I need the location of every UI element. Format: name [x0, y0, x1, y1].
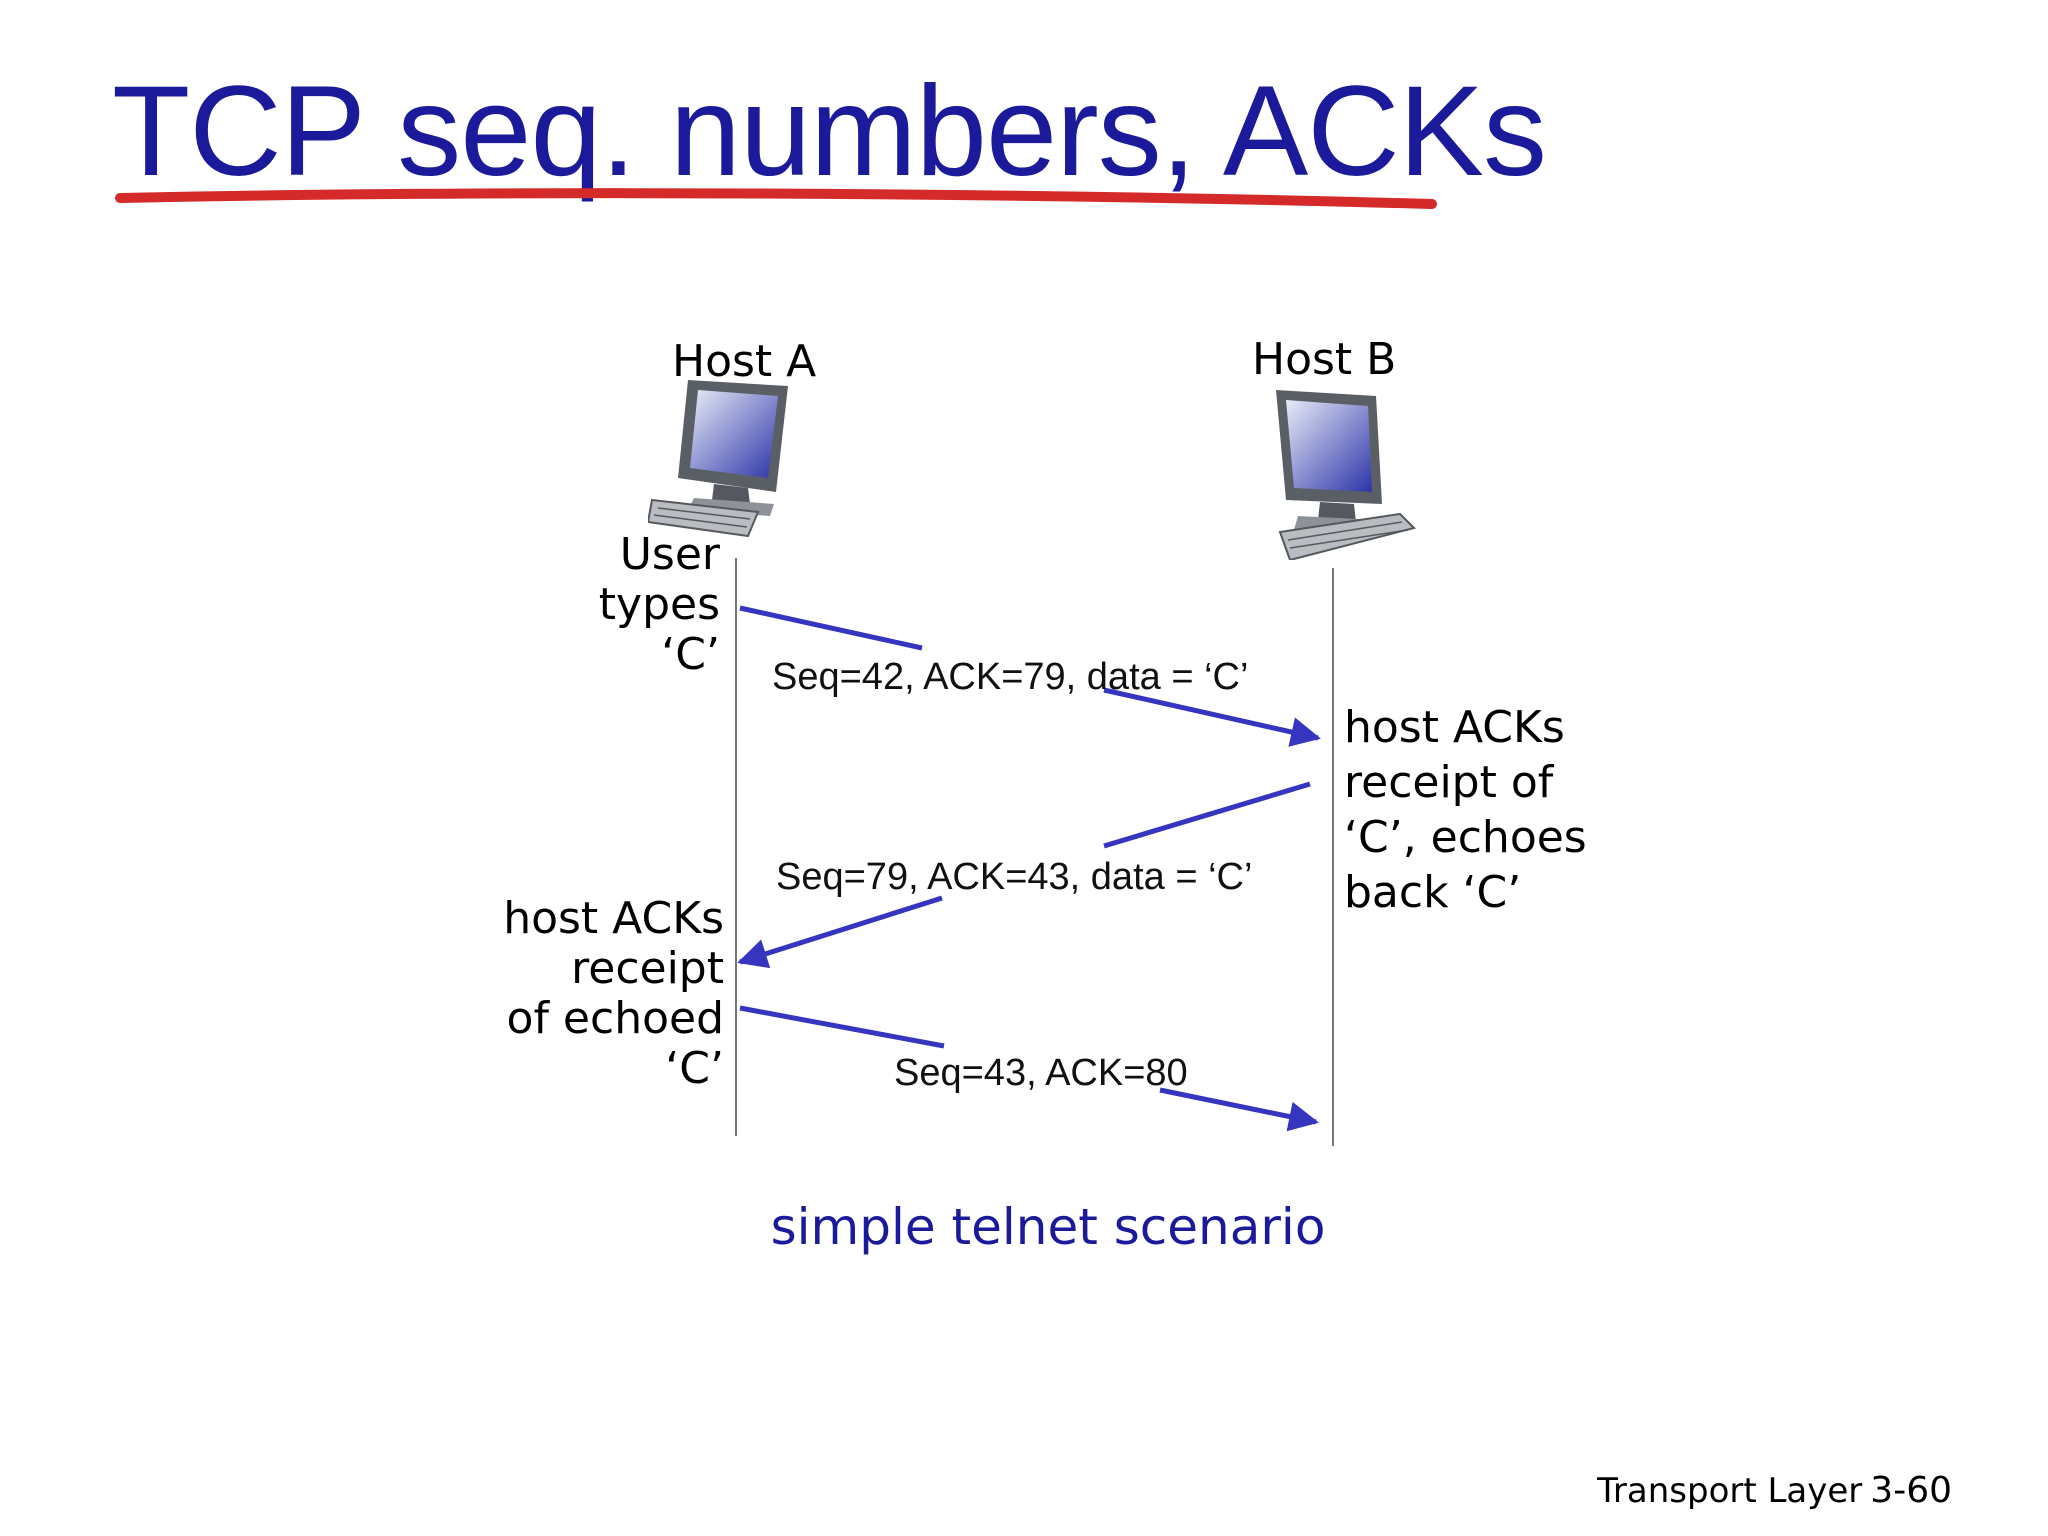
message-3-arrow-tail [739, 1005, 945, 1049]
host-b-computer-icon [1276, 390, 1416, 560]
slide-title: TCP seq. numbers, ACKs [112, 60, 1547, 203]
host-a-label: Host A [672, 336, 817, 387]
note-line: host ACKs [1344, 702, 1565, 753]
host-b-ack-note: host ACKs receipt of ‘C’, echoes back ‘C… [1344, 700, 1587, 920]
note-line: types [598, 579, 720, 630]
note-line: User [619, 529, 720, 580]
message-2-arrow-head [737, 895, 943, 969]
footer-page-number: 3-60 [1870, 1470, 1952, 1511]
message-3-label: Seq=43, ACK=80 [894, 1052, 1188, 1094]
footer-section: Transport Layer [1597, 1471, 1863, 1511]
message-1-arrow-tail [739, 605, 923, 651]
title-underline [115, 188, 1437, 209]
note-line: host ACKs [503, 893, 724, 944]
message-1-label: Seq=42, ACK=79, data = ‘C’ [772, 656, 1249, 698]
host-a-timeline [735, 558, 737, 1136]
note-line: ‘C’ [661, 629, 720, 680]
message-2-label: Seq=79, ACK=43, data = ‘C’ [776, 856, 1253, 898]
host-a-user-types-note: User types ‘C’ [599, 530, 720, 680]
host-a-computer-icon [648, 380, 788, 538]
host-b-label: Host B [1252, 334, 1397, 385]
diagram-caption: simple telnet scenario [770, 1198, 1326, 1256]
note-line: ‘C’, echoes [1344, 812, 1587, 863]
note-line: back ‘C’ [1344, 867, 1522, 918]
host-b-timeline [1332, 568, 1334, 1146]
note-line: of echoed [506, 993, 724, 1044]
note-line: receipt [571, 943, 724, 994]
message-2-arrow-tail [1103, 781, 1311, 849]
note-line: receipt of [1344, 757, 1554, 808]
host-a-ack-echo-note: host ACKs receipt of echoed ‘C’ [503, 894, 724, 1094]
note-line: ‘C’ [665, 1043, 724, 1094]
